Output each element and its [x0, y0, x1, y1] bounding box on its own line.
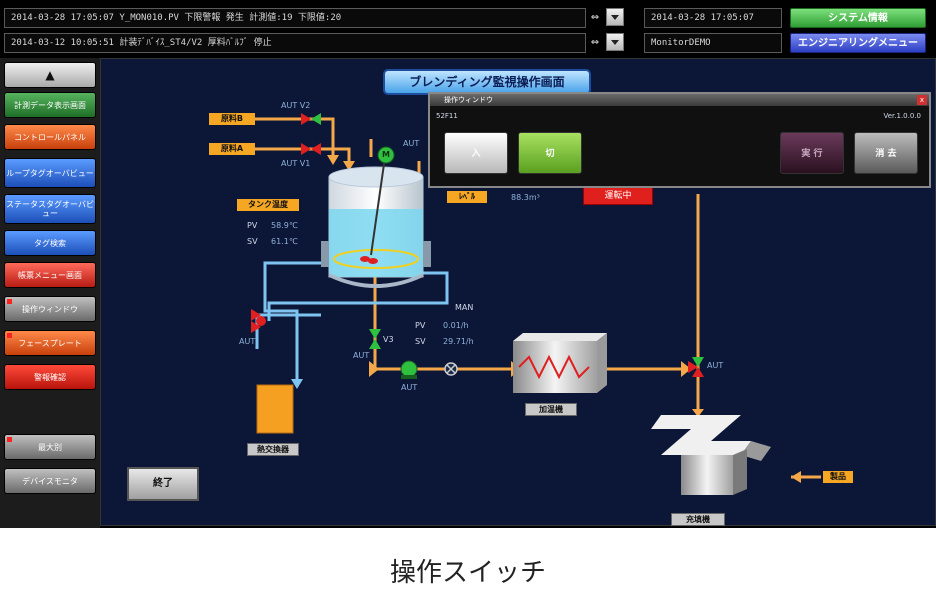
sidebar-item-label: デバイスモニタ — [22, 476, 78, 486]
sidebar-item-tag-search[interactable]: タグ検索 — [4, 230, 96, 256]
sidebar-item-loop-tag[interactable]: ループタグオーバビュー — [4, 158, 96, 188]
tank-sv-label: SV — [247, 237, 258, 246]
valve-v1-status: AUT V1 — [281, 159, 311, 168]
filler-machine-icon — [651, 415, 771, 495]
execute-button[interactable]: 実 行 — [780, 132, 844, 174]
heat-exchanger-icon — [256, 384, 294, 434]
sidebar-item-label: 帳票メニュー画面 — [18, 270, 82, 280]
tank — [321, 156, 431, 288]
sidebar-item-label: 操作ウィンドウ — [22, 304, 78, 314]
valve-v3-label: V3 — [383, 335, 394, 344]
sidebar-item-device-monitor[interactable]: デバイスモニタ — [4, 468, 96, 494]
alarm-dropdown-button[interactable] — [606, 8, 624, 26]
user-display: MonitorDEMO — [644, 33, 782, 53]
off-button[interactable]: 切 — [518, 132, 582, 174]
sidebar-item-max[interactable]: 最大別 — [4, 434, 96, 460]
valve-top-status: AUT — [403, 139, 420, 148]
event-dropdown-button[interactable] — [606, 33, 624, 51]
flow-sv-value: 29.71/h — [443, 337, 474, 346]
motor-icon[interactable] — [377, 146, 395, 164]
sidebar-item-label: タグ検索 — [34, 238, 66, 248]
sidebar-item-faceplate[interactable]: フェースプレート — [4, 330, 96, 356]
tank-sv-value: 61.1℃ — [271, 237, 298, 246]
heat-exchanger-label: 熱交換器 — [247, 443, 299, 456]
pump-icon[interactable] — [400, 360, 418, 379]
up-arrow-icon: ▲ — [45, 67, 55, 82]
motor-label: M — [382, 150, 390, 159]
on-button[interactable]: 入 — [444, 132, 508, 174]
sidebar-item-operation-window[interactable]: 操作ウィンドウ — [4, 296, 96, 322]
system-info-button[interactable]: システム情報 — [790, 8, 926, 28]
sidebar-item-label: ループタグオーバビュー — [6, 168, 94, 178]
level-label: ﾚﾍﾞﾙ — [447, 191, 487, 203]
flow-pv-value: 0.01/h — [443, 321, 469, 330]
alert-flag-icon — [7, 333, 12, 338]
valve-v3-icon[interactable] — [369, 329, 381, 349]
running-status-badge: 運転中 — [583, 187, 653, 205]
flow-meter-icon — [444, 362, 458, 376]
end-button[interactable]: 終了 — [127, 467, 199, 501]
operation-tag: 52F11 — [436, 112, 458, 120]
alert-flag-icon — [7, 299, 12, 304]
product-label: 製品 — [823, 471, 853, 483]
close-icon[interactable]: x — [917, 95, 927, 105]
sidebar-item-label: フェースプレート — [18, 338, 82, 348]
tank-pv-value: 58.9℃ — [271, 221, 298, 230]
event-ack-icon[interactable]: ⇔ — [590, 37, 600, 48]
alarm-bar-previous[interactable]: 2014-03-12 10:05:51 計装ﾃﾞﾊﾞｲｽ_ST4/V2 厚料ﾊﾞ… — [4, 33, 586, 53]
alarm-bar-latest[interactable]: 2014-03-28 17:05:07 Y_MON010.PV 下限警報 発生 … — [4, 8, 586, 28]
alert-flag-icon — [7, 437, 12, 442]
valve-v2-icon[interactable] — [301, 113, 321, 125]
sidebar-item-label: コントロールパネル — [14, 132, 86, 142]
clear-button[interactable]: 消 去 — [854, 132, 918, 174]
valve-left-icon[interactable] — [251, 309, 266, 333]
sidebar-up-button[interactable]: ▲ — [4, 62, 96, 88]
pump-status: AUT — [401, 383, 418, 392]
sidebar-item-label: ステータスタグオーバビュー — [6, 200, 94, 218]
sidebar-item-label: 計測データ表示画面 — [14, 100, 86, 110]
tank-temp-label: タンク温度 — [237, 199, 299, 211]
caption: 操作スイッチ — [389, 558, 546, 588]
alarm-ack-icon[interactable]: ⇔ — [590, 12, 600, 23]
material-b-label: 原料B — [209, 113, 255, 125]
level-value: 88.3m³ — [511, 193, 540, 202]
sidebar: ▲ 計測データ表示画面 コントロールパネル ループタグオーバビュー ステータスタ… — [0, 58, 100, 528]
valve-v2-status: AUT V2 — [281, 101, 311, 110]
heater-label: 加温機 — [525, 403, 577, 416]
valve-v1-icon[interactable] — [301, 143, 321, 155]
sidebar-item-label: 警報確認 — [34, 372, 66, 382]
man-status: MAN — [455, 303, 474, 312]
flow-sv-label: SV — [415, 337, 426, 346]
flow-pv-label: PV — [415, 321, 426, 330]
heater-icon — [513, 333, 607, 393]
sidebar-item-alarm-confirm[interactable]: 警報確認 — [4, 364, 96, 390]
valve-v3-status: AUT — [353, 351, 370, 360]
sidebar-item-status-tag[interactable]: ステータスタグオーバビュー — [4, 194, 96, 224]
scada-screen: 2014-03-28 17:05:07 Y_MON010.PV 下限警報 発生 … — [0, 0, 936, 528]
filler-label: 充填機 — [671, 513, 725, 526]
pipe-network — [251, 101, 821, 495]
valve-right-status: AUT — [707, 361, 724, 370]
operation-window: 操作ウィンドウ x 52F11 Ver.1.0.0.0 入 切 実 行 消 去 — [428, 92, 931, 188]
page-title: ブレンディング監視操作画面 — [383, 69, 591, 95]
tank-pv-label: PV — [247, 221, 258, 230]
operation-version: Ver.1.0.0.0 — [883, 112, 921, 120]
sidebar-item-report-menu[interactable]: 帳票メニュー画面 — [4, 262, 96, 288]
engineering-menu-button[interactable]: エンジニアリングメニュー — [790, 33, 926, 53]
valve-left-status: AUT — [239, 337, 256, 346]
datetime-display: 2014-03-28 17:05:07 — [644, 8, 782, 28]
sidebar-item-label: 最大別 — [38, 442, 62, 452]
sidebar-item-measurement[interactable]: 計測データ表示画面 — [4, 92, 96, 118]
operation-window-title[interactable]: 操作ウィンドウ — [430, 94, 929, 106]
valve-right-icon[interactable] — [688, 357, 704, 377]
sidebar-item-control-panel[interactable]: コントロールパネル — [4, 124, 96, 150]
material-a-label: 原料A — [209, 143, 255, 155]
